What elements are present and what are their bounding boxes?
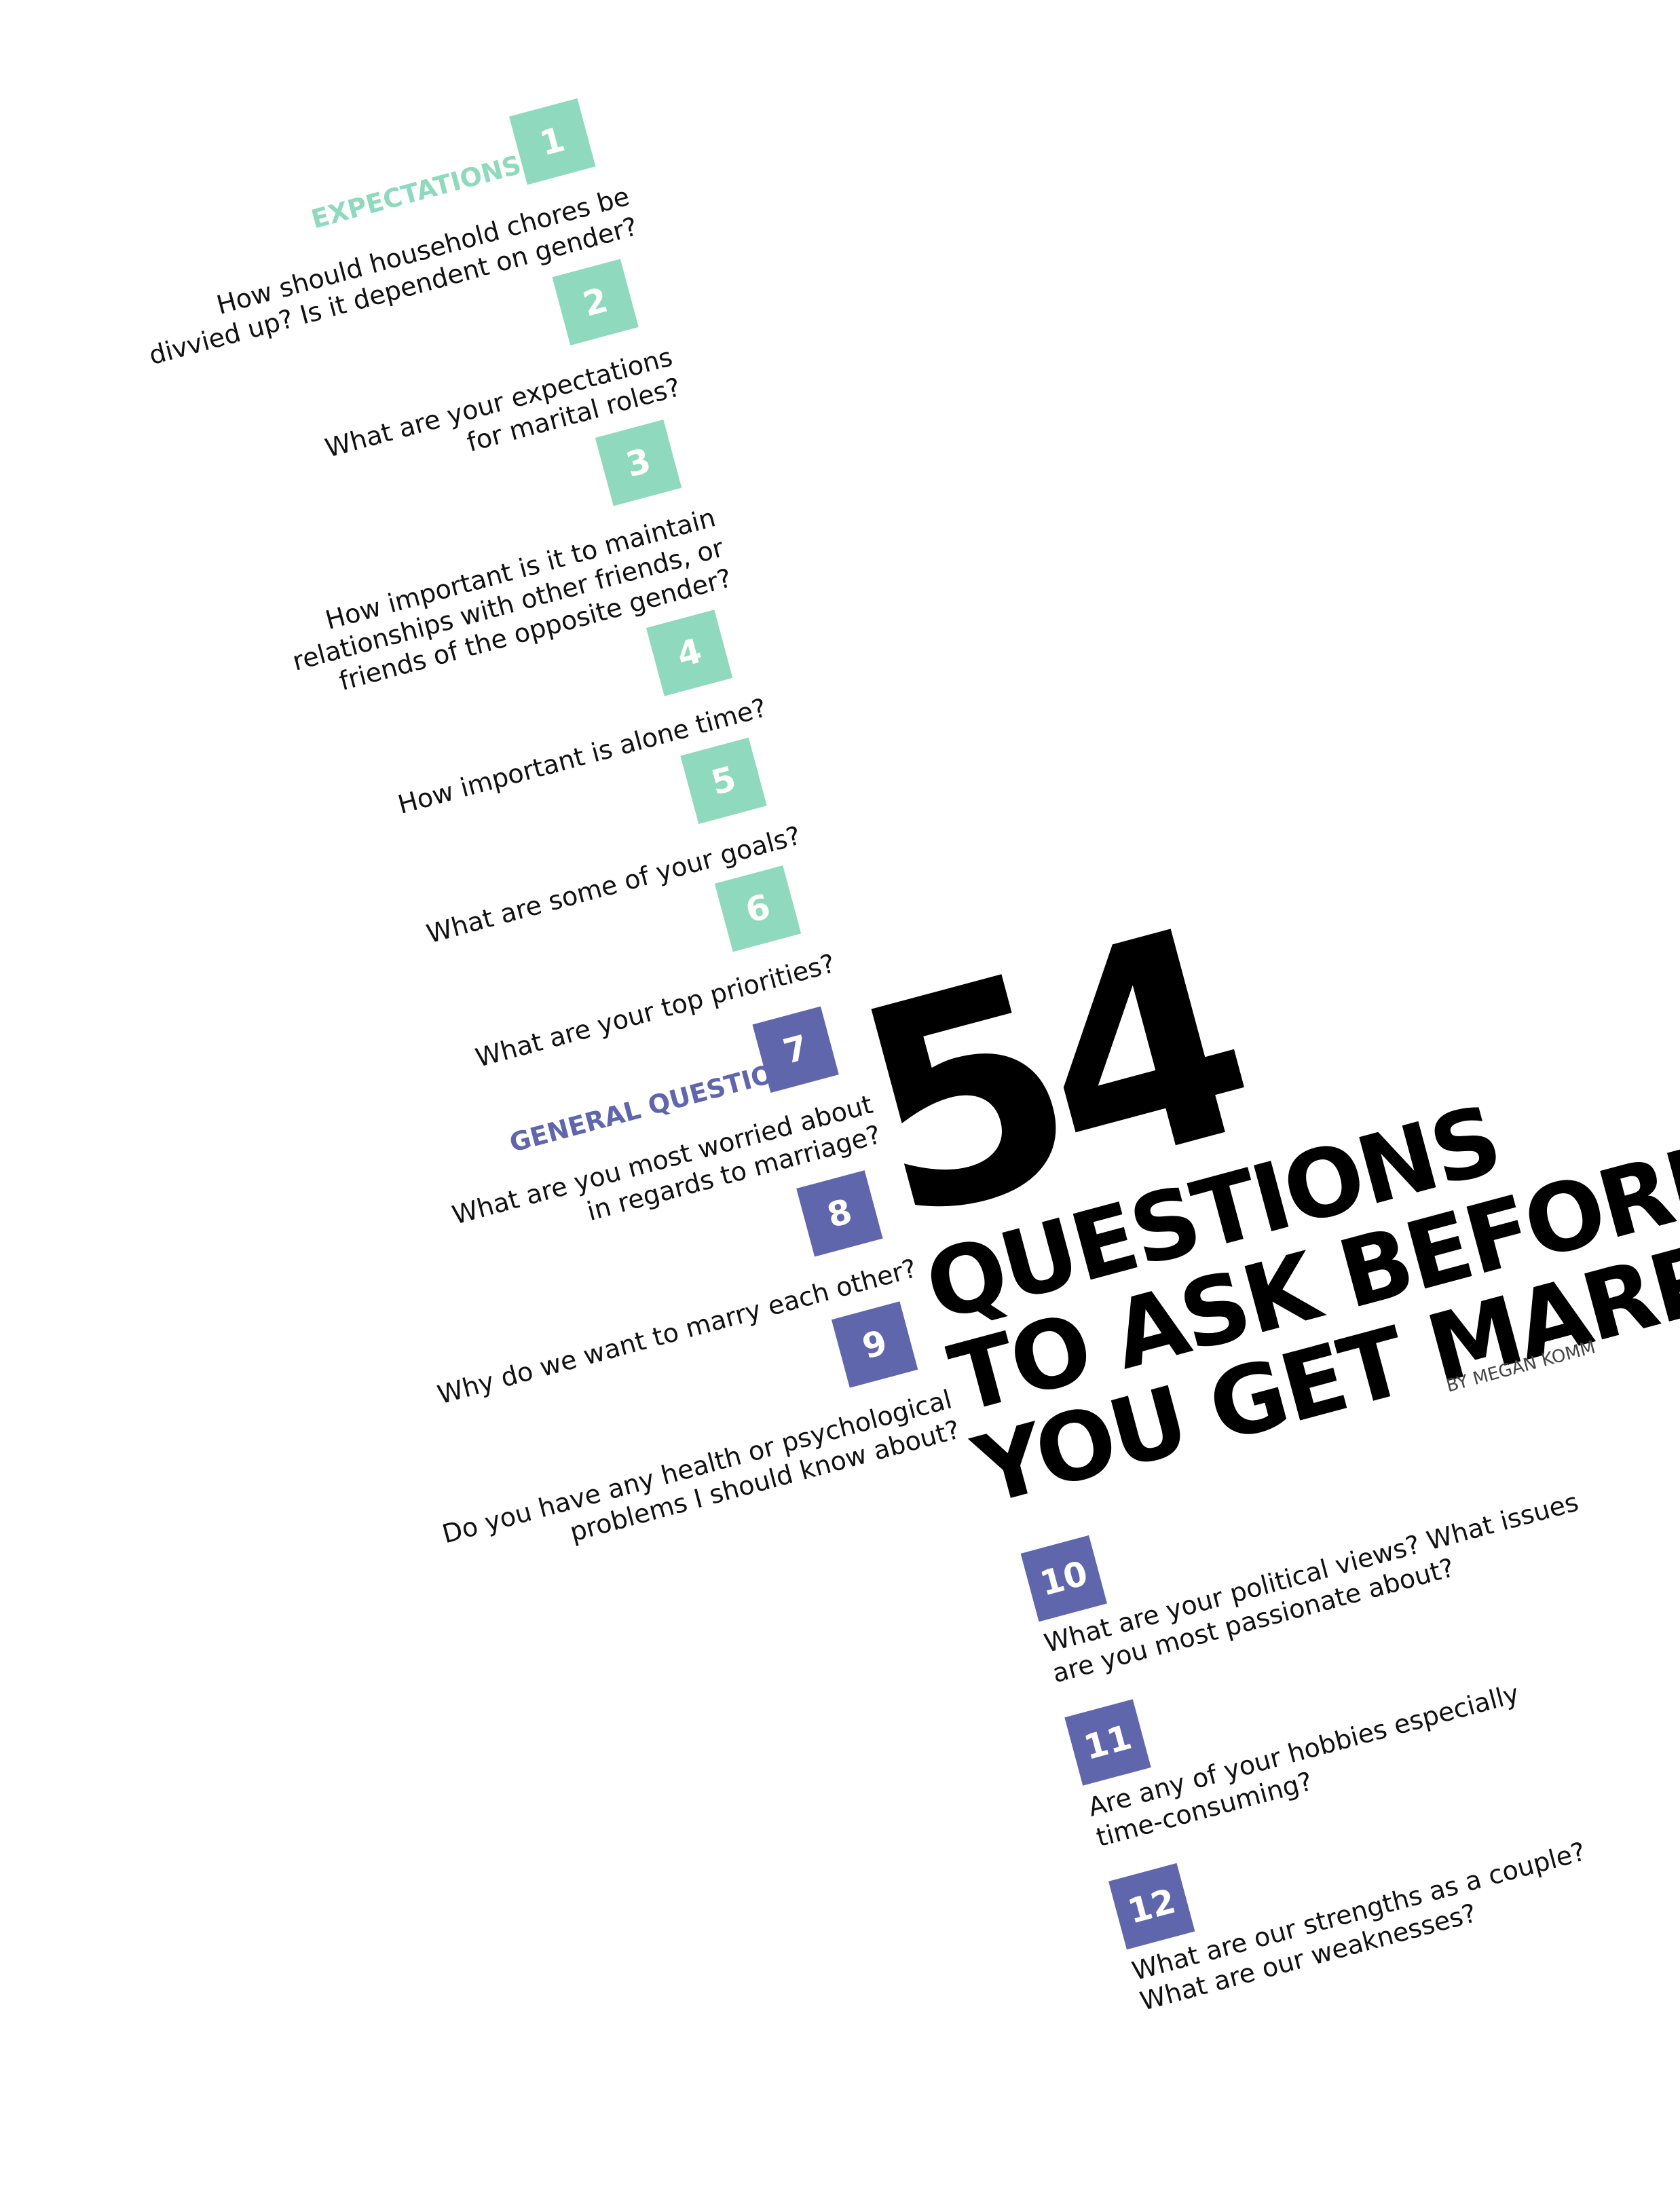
question-text: What are our strengths as a couple? What… bbox=[1129, 1836, 1589, 2017]
question-number-badge: 6 bbox=[714, 865, 802, 952]
question-number-badge: 4 bbox=[646, 610, 733, 696]
poster: EXPECTATIONS 1 How should household chor… bbox=[146, 98, 1680, 2017]
question-number-badge: 10 bbox=[1020, 1535, 1107, 1622]
question-text: Are any of your hobbies especially time-… bbox=[1085, 1678, 1523, 1853]
question-number-badge: 9 bbox=[831, 1301, 918, 1388]
question-number-badge: 2 bbox=[552, 259, 639, 345]
question-text: What are your political views? What issu… bbox=[1041, 1486, 1582, 1689]
question-text: Do you have any health or psychological … bbox=[438, 1384, 963, 1550]
question-number-badge: 8 bbox=[796, 1170, 883, 1257]
question-number-badge: 3 bbox=[595, 419, 682, 506]
question-number-badge: 5 bbox=[680, 737, 767, 824]
question-number-badge: 12 bbox=[1108, 1863, 1195, 1950]
question-text: How important is it to maintain relation… bbox=[289, 502, 735, 696]
question-number-badge: 11 bbox=[1064, 1699, 1151, 1786]
